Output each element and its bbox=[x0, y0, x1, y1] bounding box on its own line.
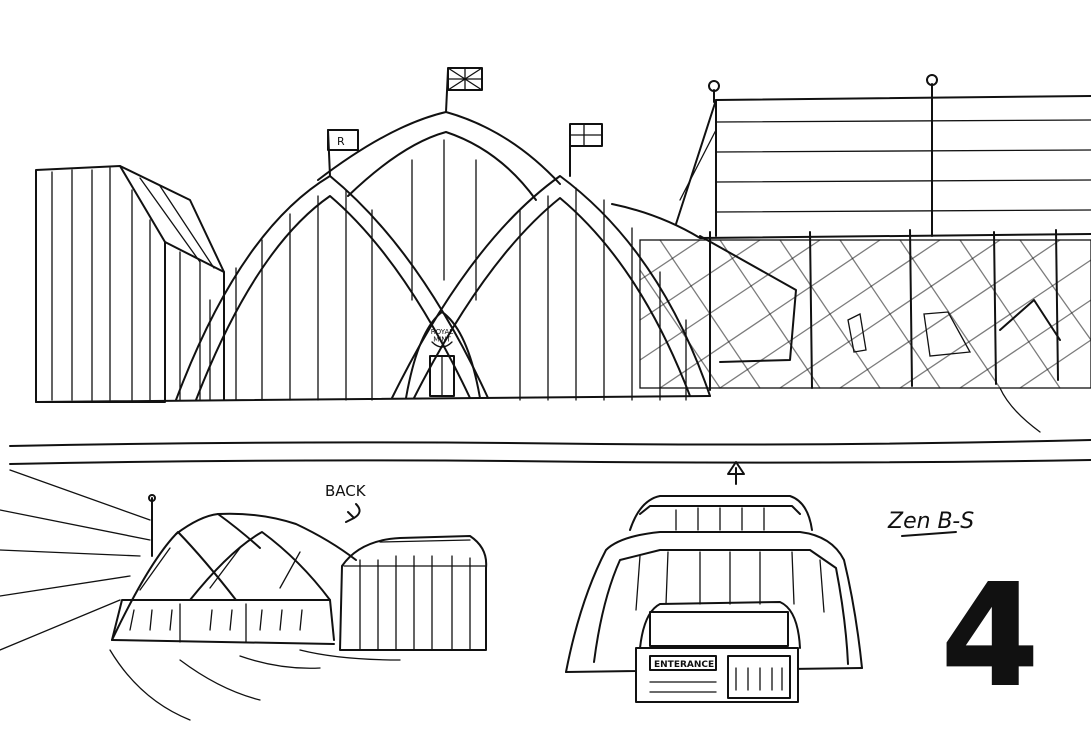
road bbox=[9, 387, 1091, 465]
back-label: BACK bbox=[325, 482, 367, 500]
artist-signature: Zen B-S bbox=[887, 509, 974, 534]
flag-center bbox=[445, 67, 483, 113]
flag-left: R bbox=[327, 129, 359, 177]
svg-text:R: R bbox=[337, 135, 345, 148]
back-arrow-icon bbox=[345, 503, 361, 523]
warehouse-right bbox=[675, 74, 1091, 237]
page-number: 4 bbox=[941, 555, 1038, 718]
up-arrow-icon bbox=[727, 461, 745, 485]
entrance-sign: ENTERANCE bbox=[654, 660, 714, 670]
back-view-sketch: BACK bbox=[0, 469, 488, 721]
left-shed bbox=[35, 165, 225, 403]
chain-link-fence bbox=[611, 203, 1091, 391]
flag-right bbox=[569, 123, 603, 177]
entrance-view-sketch: ENTERANCE bbox=[565, 461, 863, 703]
